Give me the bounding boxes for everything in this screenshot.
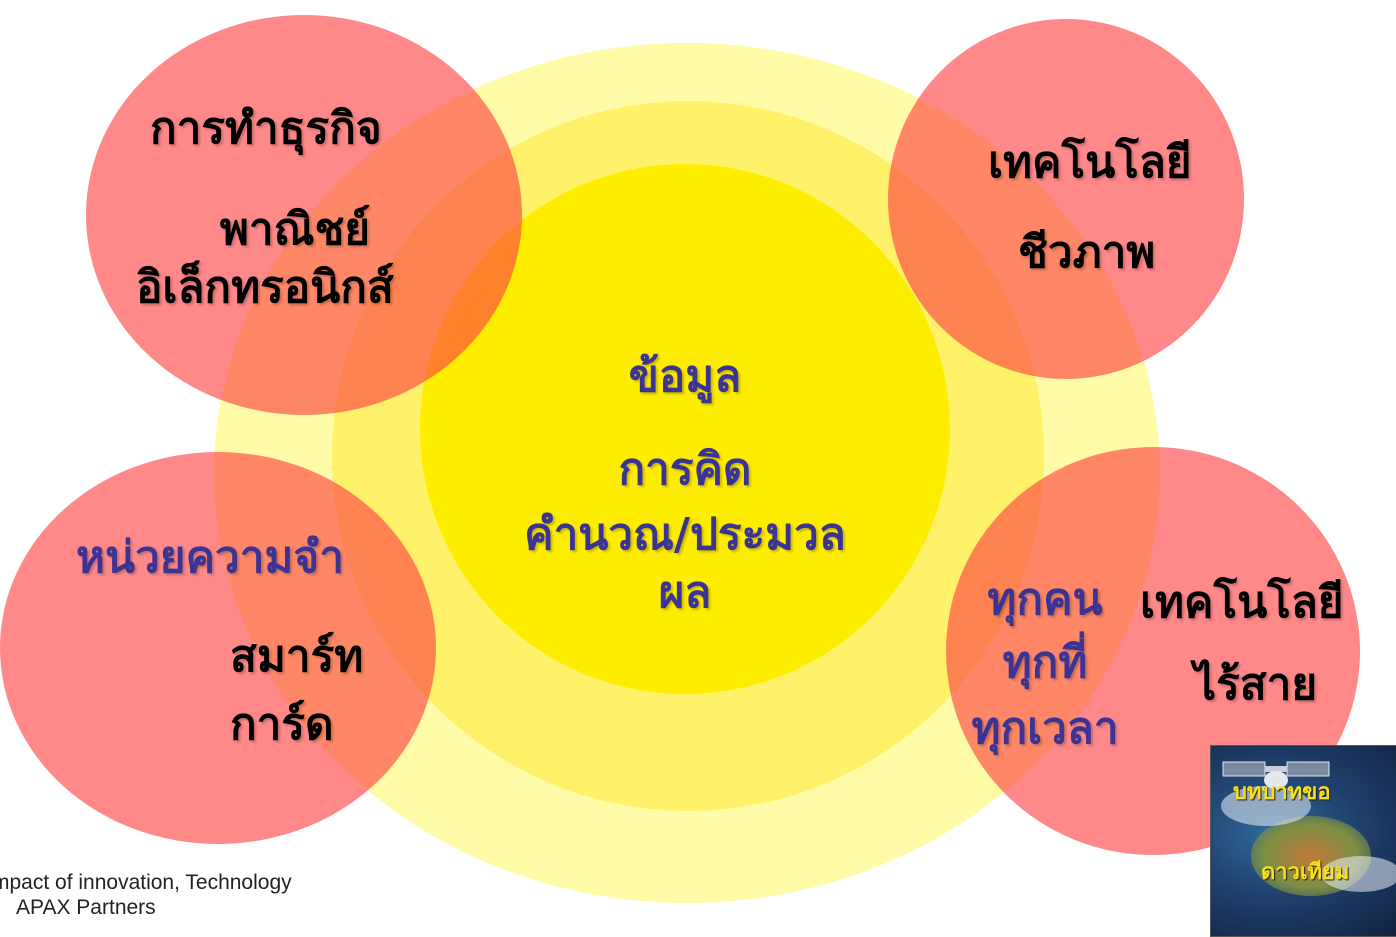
bottom-right-label-everywhere: ทุกที่ (1002, 637, 1088, 688)
source-caption-line2: APAX Partners (16, 896, 156, 919)
bottom-right-label-wireless: ไร้สาย (1194, 659, 1318, 710)
bottom-right-label-anytime: ทุกเวลา (971, 703, 1119, 754)
center-label-thinking: การคิด (618, 444, 752, 495)
center-label-processing: คำนวณ/ประมวล (524, 509, 846, 560)
top-right-label-technology: เทคโนโลยี (988, 137, 1192, 188)
top-left-label-electronic: อิเล็กทรอนิกส์ (136, 262, 394, 313)
top-left-label-commerce: พาณิชย์ (219, 204, 371, 255)
bottom-right-label-everyone: ทุกคน (987, 574, 1103, 625)
center-label-data: ข้อมูล (628, 351, 742, 402)
bottom-right-label-technology: เทคโนโลยี (1140, 577, 1344, 628)
bottom-left-label-memory: หน่วยความจำ (76, 532, 344, 583)
satellite-thumbnail-image: บทบาทขอ ดาวเทียม (1210, 745, 1396, 937)
top-left-circle (86, 15, 522, 415)
cloud-graphic (1321, 856, 1396, 892)
cloud-graphic (1221, 786, 1311, 826)
source-caption: mpact of innovation, Technology APAX Par… (0, 870, 292, 920)
top-right-label-biological: ชีวภาพ (1018, 227, 1156, 278)
top-right-circle (888, 19, 1244, 379)
bottom-left-circle (0, 452, 436, 844)
center-label-result: ผล (658, 567, 712, 618)
satellite-icon (1222, 761, 1330, 789)
bottom-left-label-smart: สมาร์ท (230, 631, 364, 682)
source-caption-line1: mpact of innovation, Technology (0, 871, 292, 894)
bottom-left-label-card: การ์ด (230, 699, 334, 750)
thumbnail-label-role: บทบาทขอ (1233, 780, 1331, 805)
top-left-label-business: การทำธุรกิจ (150, 103, 382, 154)
thumbnail-label-satellite: ดาวเทียม (1261, 860, 1350, 885)
